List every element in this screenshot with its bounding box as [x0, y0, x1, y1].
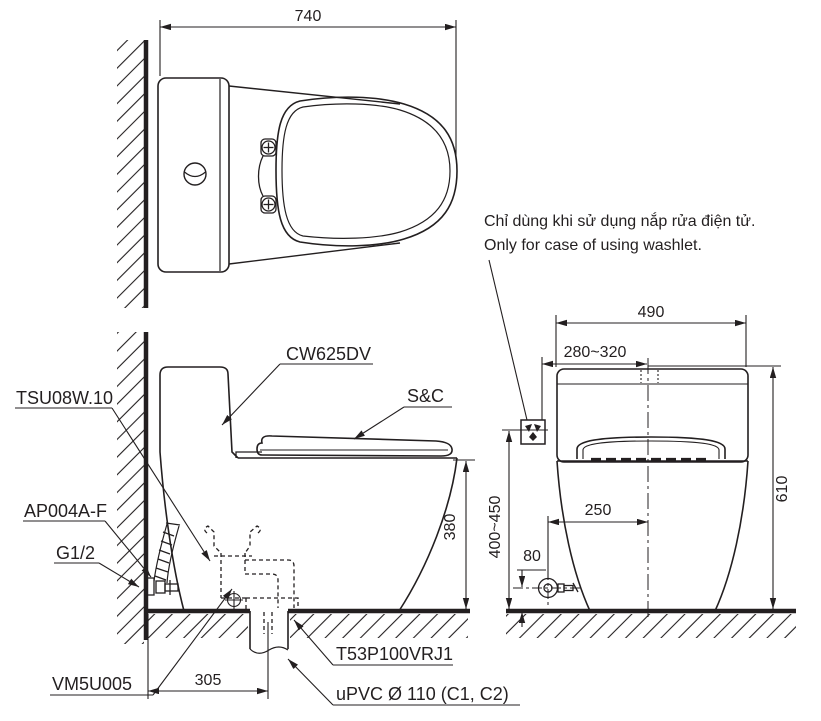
label-tank-model: CW625DV: [286, 344, 372, 364]
tank-front-outline: [556, 368, 749, 463]
bowl-front-left-edge: [556, 460, 591, 612]
dim-610: 610: [774, 475, 791, 503]
plan-view: [117, 20, 458, 308]
side-view: [15, 332, 520, 706]
supply-valve-fitting: [146, 577, 179, 596]
drain-pipe: [249, 611, 289, 654]
front-view: [488, 259, 796, 638]
note-line-2: Only for case of using washlet.: [484, 237, 702, 254]
label-drain-pipe: uPVC Ø 110 (C1, C2): [336, 684, 509, 704]
dim-280-320: 280~320: [563, 344, 627, 361]
bowl-front-right-edge: [714, 460, 749, 612]
dim-380: 380: [442, 513, 459, 541]
note-line-1: Chỉ dùng khi sử dụng nắp rửa điện tử.: [484, 213, 756, 230]
power-outlet-icon: [520, 419, 546, 445]
supply-hose: [153, 522, 181, 584]
label-outlet-connector: VM5U005: [52, 674, 133, 694]
flush-button: [183, 162, 207, 186]
dim-305: 305: [194, 672, 222, 689]
label-fill-valve: TSU08W.10: [16, 388, 114, 408]
bowl-rear-edge: [159, 451, 185, 612]
label-supply-hose: AP004A-F: [24, 501, 108, 521]
bolt-symbol: [225, 591, 243, 609]
seat-side-outline: [256, 435, 453, 457]
dim-80: 80: [523, 548, 541, 565]
dim-490: 490: [637, 304, 665, 321]
seat-front-outline: [576, 436, 726, 459]
label-seat-cover: S&C: [407, 386, 445, 406]
seat-lid-outline: [275, 96, 458, 247]
wall-hatch-side: [117, 332, 144, 644]
tank-plan-outline: [157, 77, 230, 273]
tank-side-outline: [159, 366, 239, 459]
label-supply-thread: G1/2: [56, 543, 96, 563]
bowl-front-edge: [398, 457, 458, 612]
label-drain-joint: T53P100VRJ1: [336, 644, 454, 664]
dim-740: 740: [294, 8, 322, 25]
internal-trapway: [204, 525, 299, 634]
wall-hatch-top: [117, 40, 144, 308]
leader-lines: [15, 363, 520, 706]
dim-250: 250: [584, 502, 612, 519]
dim-400-450: 400~450: [487, 495, 504, 559]
seat-hinges: [257, 138, 277, 214]
note-leader: [488, 259, 528, 421]
